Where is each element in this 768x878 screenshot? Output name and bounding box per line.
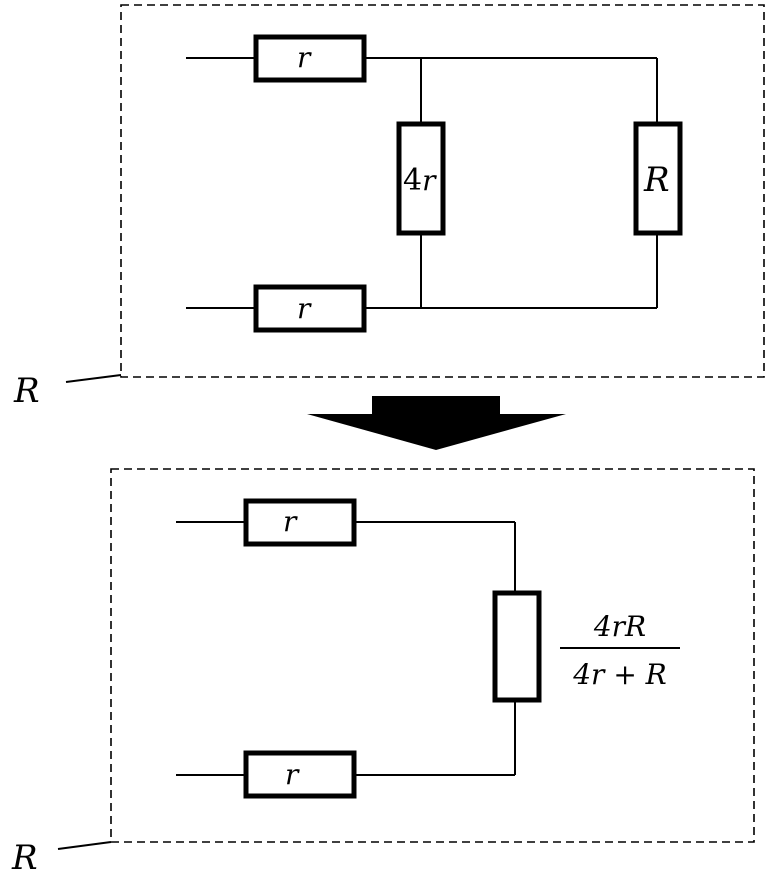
resistor-body (492, 590, 542, 703)
fraction-numerator: 4rR (593, 610, 646, 643)
resistor-body (243, 498, 357, 547)
resistor-body (243, 750, 357, 799)
resistor-equivalent (492, 590, 542, 703)
resistor-label-variable: r (422, 164, 437, 197)
resistor-label: r (297, 41, 312, 74)
resistor-r-bottom: r (253, 284, 367, 333)
resistor-r-top: r (253, 34, 367, 83)
resistor-body (396, 121, 446, 236)
resistor-label: R (643, 160, 670, 200)
bottom-circuit: R r r 4rR 4r + R (11, 468, 755, 878)
top-box-label: R (13, 371, 40, 411)
bottom-boundary-box (110, 468, 755, 843)
bottom-box-label-leader (57, 841, 112, 850)
arrow-head (307, 414, 566, 450)
resistor-body (633, 121, 683, 236)
arrow-shaft (372, 396, 500, 418)
resistor-label: r (283, 505, 298, 538)
top-circuit: R r r 4r R (13, 4, 765, 411)
down-arrow-icon (307, 396, 566, 450)
resistor-r-bottom: r (243, 750, 357, 799)
resistor-4r-shunt: 4r (396, 121, 446, 236)
resistor-label: 4r (403, 163, 437, 198)
resistor-label-number: 4 (403, 163, 422, 198)
resistor-body (253, 284, 367, 333)
fraction-denominator: 4r + R (572, 658, 667, 691)
bottom-box-label: R (11, 838, 38, 878)
resistor-r-top: r (243, 498, 357, 547)
equivalent-resistance-fraction: 4rR 4r + R (560, 610, 680, 691)
top-box-label-leader (65, 374, 122, 383)
resistor-label: r (297, 292, 312, 325)
resistor-body (253, 34, 367, 83)
resistor-R-load: R (633, 121, 683, 236)
resistor-label: r (285, 758, 300, 791)
